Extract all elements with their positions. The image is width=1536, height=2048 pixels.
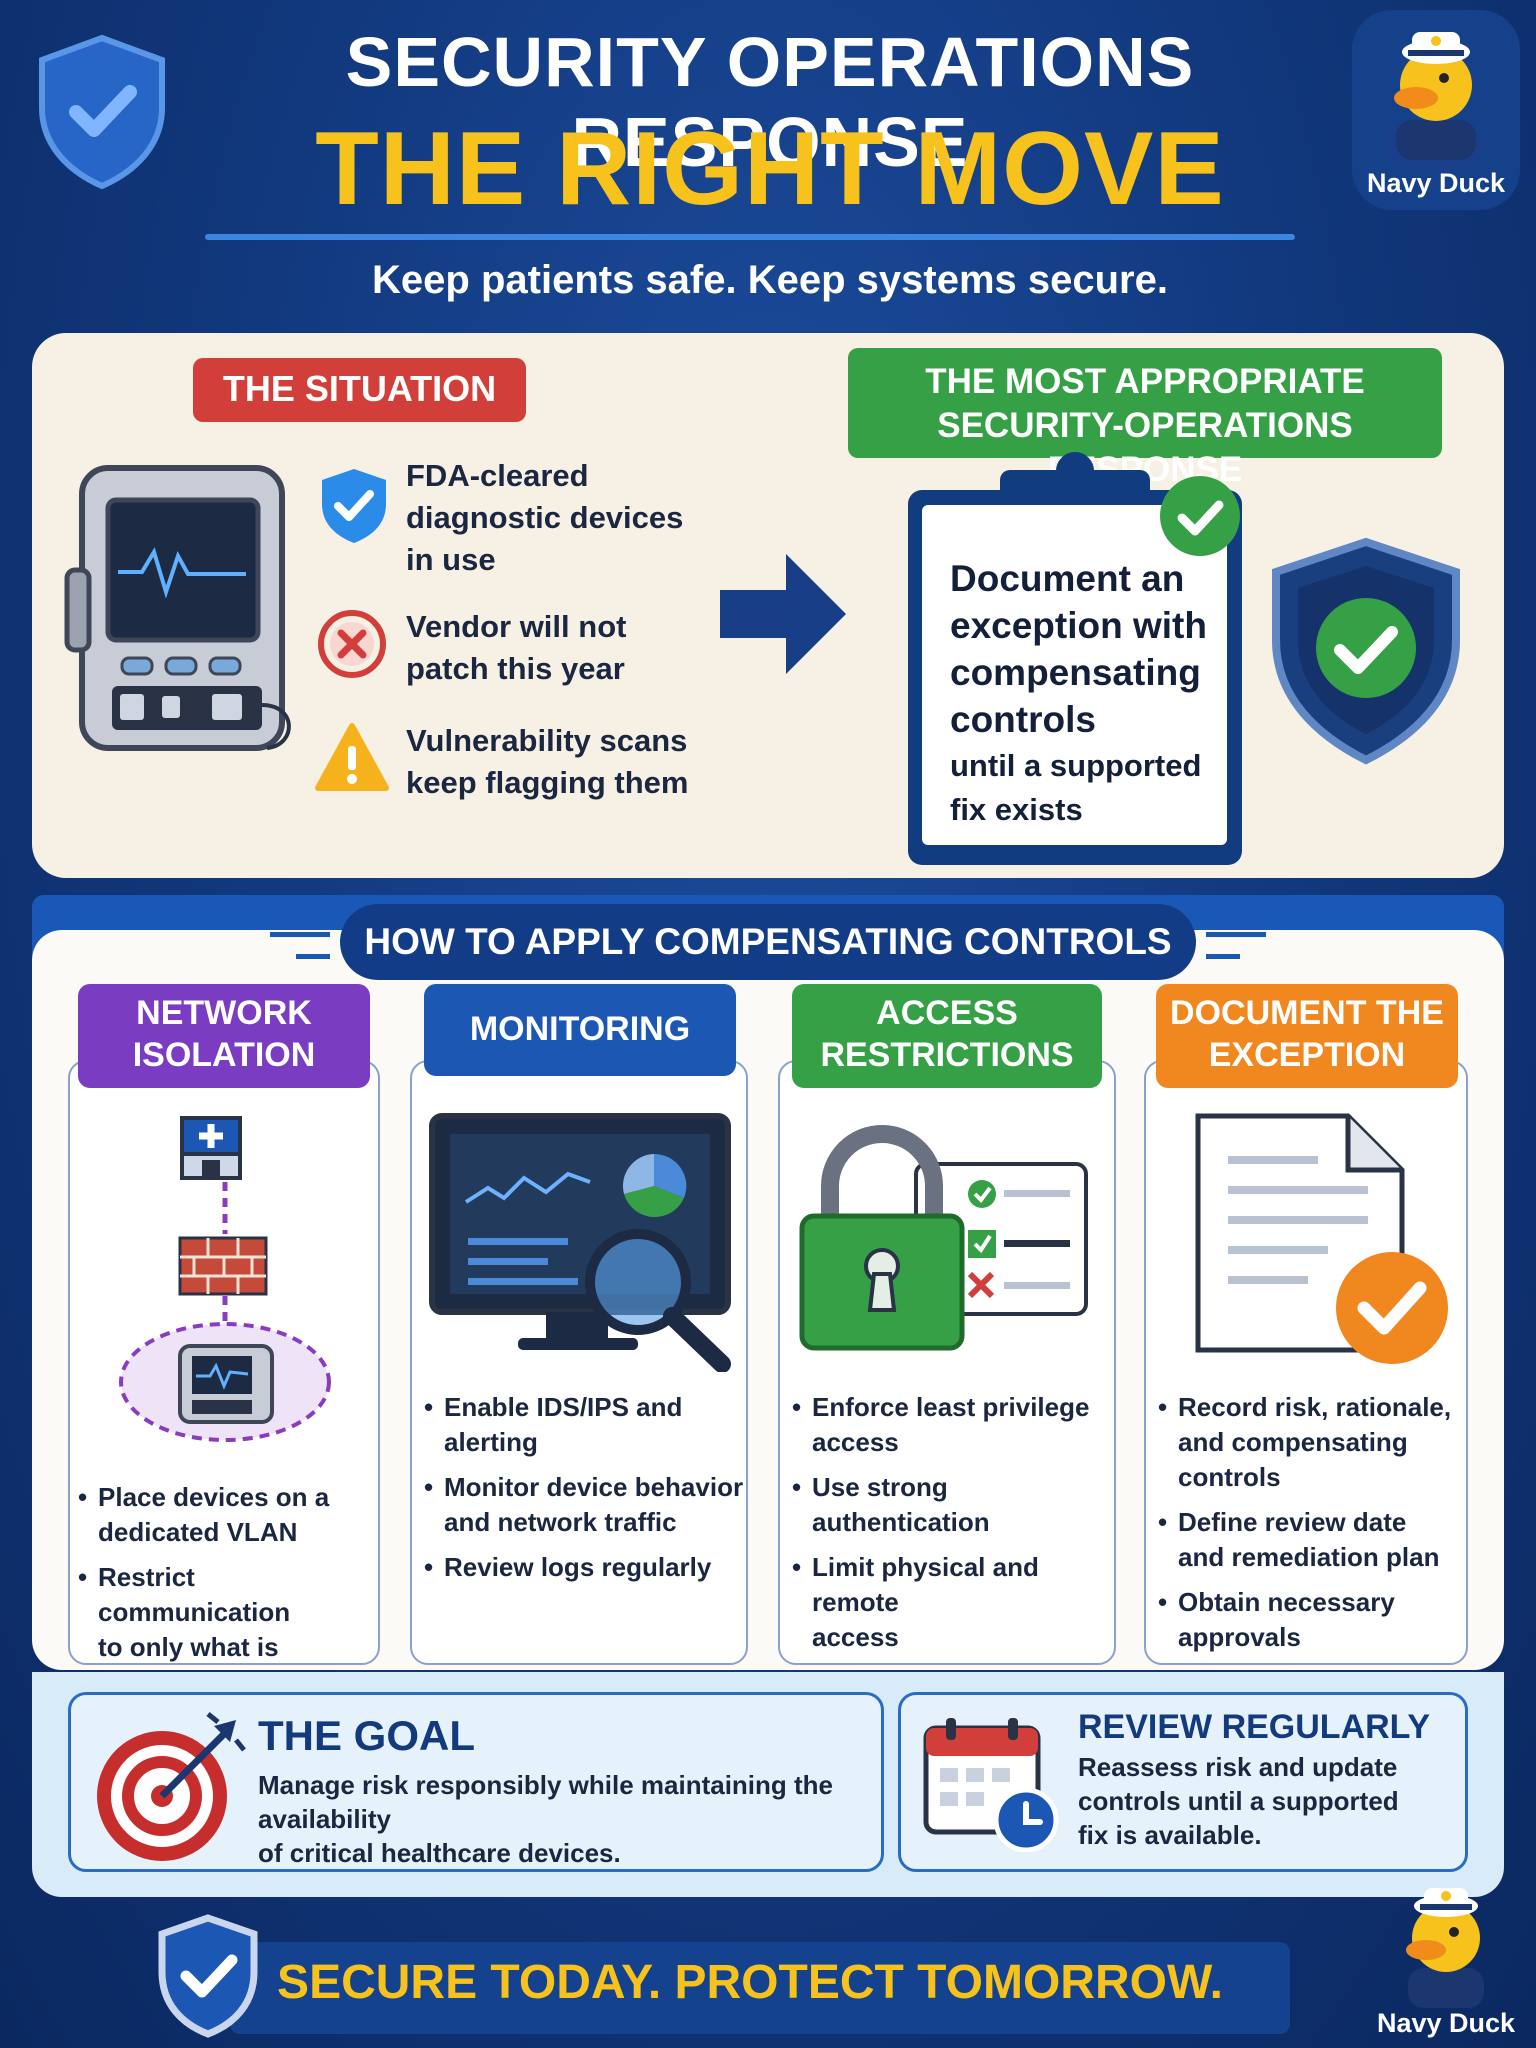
shield-check-icon: [39, 34, 165, 190]
page-headline: THE RIGHT MOVE: [315, 111, 1225, 227]
shield-check-icon: [322, 469, 386, 543]
tagline: Keep patients safe. Keep systems secure.: [372, 258, 1168, 302]
review-text-line: fix is available.: [1078, 1820, 1262, 1850]
navy-duck-mascot-icon: [1386, 32, 1486, 171]
clipboard-clip-ring: [1056, 452, 1094, 490]
shield-check-icon: [158, 1914, 258, 2038]
situation-item-text: Vendor will not: [406, 609, 627, 644]
response-heading-line: compensating: [950, 652, 1201, 693]
control-tag-document: DOCUMENT THE EXCEPTION: [1156, 984, 1458, 1088]
x-circle-icon: [318, 610, 386, 678]
monitor-magnifier-icon: [429, 1113, 731, 1372]
mascot-footer: Navy Duck: [1366, 1872, 1526, 2042]
situation-item-devices: FDA-cleared diagnostic devices in use: [406, 455, 683, 581]
bullet-item: Record risk, rationale,and compensatingc…: [1158, 1390, 1464, 1495]
navy-duck-mascot-icon: [1406, 1888, 1484, 2008]
lock-checklist-icon: [799, 1125, 1088, 1351]
control-tag-line: RESTRICTIONS: [820, 1036, 1074, 1074]
control-tag-line: ACCESS: [876, 994, 1018, 1032]
review-heading: REVIEW REGULARLY: [1078, 1708, 1431, 1746]
response-subtext: until a supported fix exists: [950, 744, 1220, 832]
shield-check-icon: [1272, 537, 1460, 765]
goal-text: Manage risk responsibly while maintainin…: [258, 1768, 868, 1870]
control-bullets-document: Record risk, rationale,and compensatingc…: [1158, 1390, 1464, 1665]
situation-tag: THE SITUATION: [193, 358, 526, 422]
control-tag-network: NETWORK ISOLATION: [78, 984, 370, 1088]
mascot-label: Navy Duck: [1376, 2008, 1516, 2038]
medical-device-icon: [64, 465, 291, 751]
goal-text-line: of critical healthcare devices.: [258, 1838, 621, 1868]
mascot-label: Navy Duck: [1366, 168, 1506, 198]
clipboard-paper: [922, 505, 1227, 845]
document-check-icon: [1195, 1113, 1448, 1364]
bullet-item: Review logs regularly: [424, 1550, 744, 1585]
bullet-item: Use strong authentication: [792, 1470, 1112, 1540]
control-tag-line: DOCUMENT THE: [1170, 994, 1444, 1032]
review-text: Reassess risk and update controls until …: [1078, 1750, 1458, 1852]
network-isolation-icon: [119, 1116, 331, 1442]
response-subtext-line: until a supported: [950, 748, 1202, 783]
title-dash: [270, 932, 330, 937]
footer-slogan: SECURE TODAY. PROTECT TOMORROW.: [277, 1956, 1223, 2009]
arrow-right-icon: [720, 554, 846, 674]
response-tag-line: THE MOST APPROPRIATE: [925, 362, 1365, 401]
situation-item-text: patch this year: [406, 651, 625, 686]
review-text-line: Reassess risk and update: [1078, 1752, 1398, 1782]
situation-item-text: in use: [406, 542, 496, 577]
header-divider: [205, 234, 1295, 240]
goal-text-line: Manage risk responsibly while maintainin…: [258, 1770, 834, 1834]
control-tag-line: MONITORING: [469, 1010, 691, 1048]
control-tag-access: ACCESS RESTRICTIONS: [792, 984, 1102, 1088]
target-icon: [97, 1712, 246, 1861]
title-dash: [1206, 932, 1266, 937]
response-tag: THE MOST APPROPRIATE SECURITY-OPERATIONS…: [848, 348, 1442, 489]
warning-triangle-icon: [315, 723, 389, 791]
check-circle-icon: [1160, 476, 1240, 556]
title-dash: [296, 954, 330, 959]
situation-item-text: FDA-cleared: [406, 458, 589, 493]
response-subtext-line: fix exists: [950, 792, 1083, 827]
response-heading-line: exception with: [950, 605, 1207, 646]
situation-item-scans: Vulnerability scans keep flagging them: [406, 720, 688, 804]
response-heading: Document an exception with compensating …: [950, 555, 1220, 743]
response-heading-line: Document an: [950, 558, 1185, 599]
title-dash: [1206, 954, 1240, 959]
control-tag-line: ISOLATION: [132, 1036, 316, 1074]
situation-item-text: keep flagging them: [406, 765, 689, 800]
situation-item-text: diagnostic devices: [406, 500, 684, 535]
control-tag-line: NETWORK: [136, 994, 312, 1032]
mascot-badge: Navy Duck: [1352, 10, 1520, 210]
review-text-line: controls until a supported: [1078, 1786, 1399, 1816]
controls-title: HOW TO APPLY COMPENSATING CONTROLS: [340, 904, 1196, 980]
page-title: SECURITY OPERATIONS RESPONSE: [345, 23, 1195, 181]
calendar-clock-icon: [923, 1718, 1059, 1852]
control-tag-line: EXCEPTION: [1208, 1036, 1406, 1074]
situation-item-text: Vulnerability scans: [406, 723, 688, 758]
goal-heading: THE GOAL: [258, 1712, 475, 1759]
situation-item-vendor: Vendor will not patch this year: [406, 606, 626, 690]
control-tag-monitoring: MONITORING: [424, 984, 736, 1076]
response-heading-line: controls: [950, 699, 1096, 740]
footer-bar: [230, 1942, 1290, 2034]
